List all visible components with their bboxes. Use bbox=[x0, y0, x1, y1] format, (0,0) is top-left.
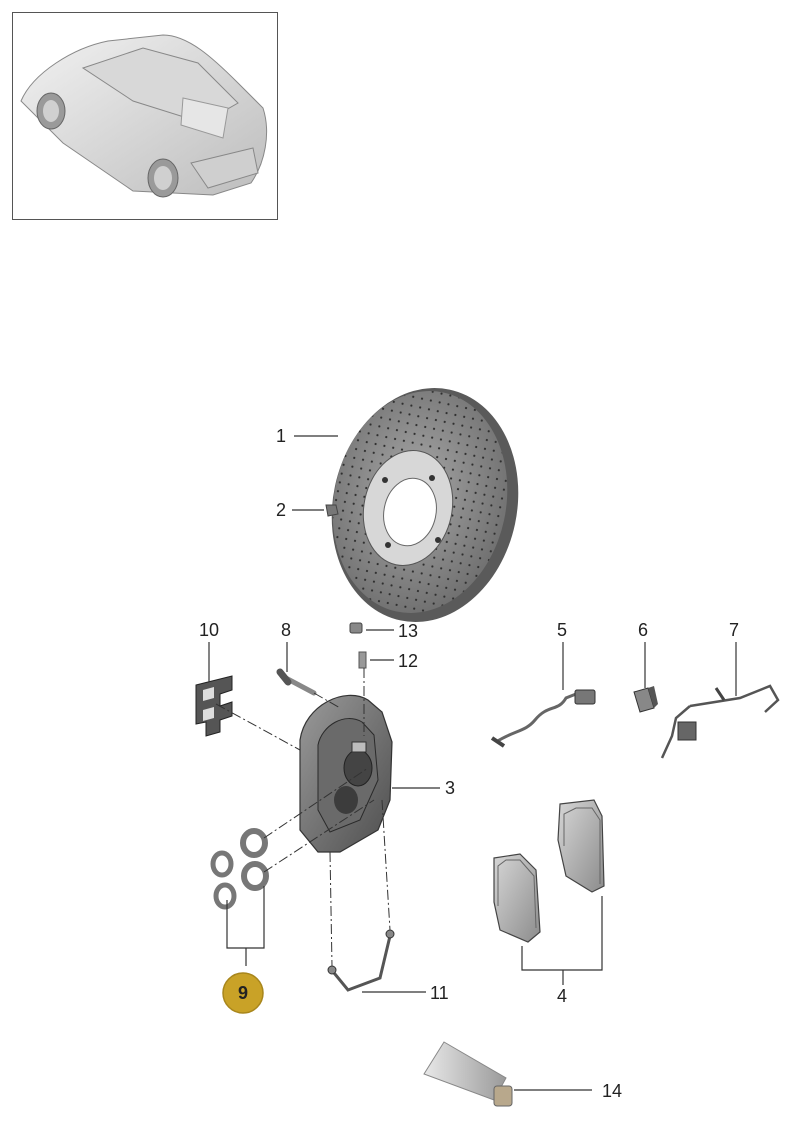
label-3: 3 bbox=[445, 778, 455, 798]
sensor-clip[interactable] bbox=[633, 686, 658, 713]
label-7: 7 bbox=[729, 620, 739, 640]
label-6: 6 bbox=[638, 620, 648, 640]
label-11: 11 bbox=[430, 983, 449, 1003]
brake-disc[interactable] bbox=[310, 370, 539, 639]
label-10: 10 bbox=[199, 620, 219, 640]
bleeder-cap[interactable] bbox=[349, 622, 363, 634]
assembly-guide-lines bbox=[215, 668, 391, 967]
mounting-bolt[interactable] bbox=[276, 668, 317, 696]
pad-wear-sensor[interactable] bbox=[490, 689, 596, 748]
sensor-cable-bracket[interactable] bbox=[660, 684, 780, 759]
vehicle-thumbnail bbox=[12, 12, 278, 220]
brake-line[interactable] bbox=[327, 929, 395, 992]
label-12: 12 bbox=[398, 651, 418, 671]
brake-pads[interactable] bbox=[493, 799, 605, 943]
bleeder-valve[interactable] bbox=[358, 651, 367, 669]
piston-seal-rings[interactable] bbox=[210, 828, 269, 910]
label-9: 9 bbox=[238, 983, 248, 1003]
label-5: 5 bbox=[557, 620, 567, 640]
label-2: 2 bbox=[276, 500, 286, 520]
car-thumbnail-icon bbox=[20, 34, 268, 198]
brake-caliper[interactable] bbox=[299, 694, 393, 853]
disc-screw[interactable] bbox=[325, 504, 339, 517]
label-14: 14 bbox=[602, 1081, 622, 1101]
label-8: 8 bbox=[281, 620, 291, 640]
leader-lines bbox=[208, 435, 737, 1091]
grease-tube[interactable] bbox=[423, 1041, 513, 1107]
label-13: 13 bbox=[398, 621, 418, 641]
part-number-labels: 1 2 3 4 5 6 7 8 10 11 12 13 14 bbox=[199, 426, 739, 1101]
label-1: 1 bbox=[276, 426, 286, 446]
part-9-badge[interactable]: 9 bbox=[222, 972, 264, 1014]
label-4: 4 bbox=[557, 986, 567, 1006]
pad-retaining-clip[interactable] bbox=[195, 675, 233, 737]
